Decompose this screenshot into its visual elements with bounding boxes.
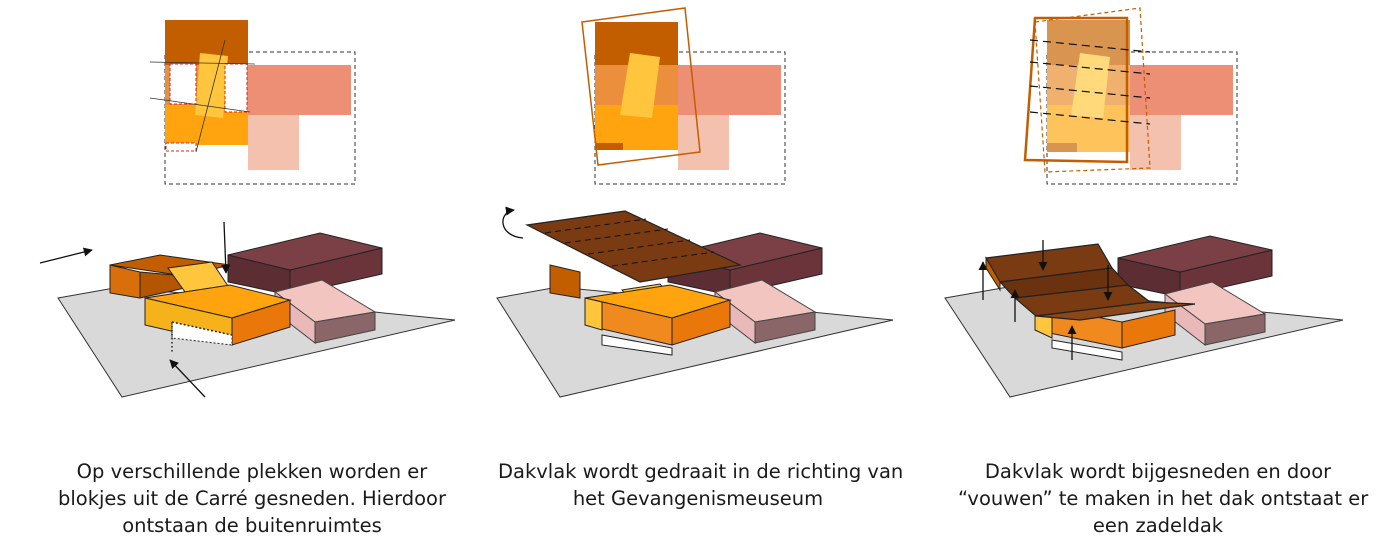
pale-salmon-block (248, 115, 299, 170)
caption-line: het Gevangenismeuseum (572, 487, 824, 510)
arrow-top (221, 221, 231, 274)
panel-2-iso (496, 206, 894, 398)
caption-line: een zadeldak (1092, 514, 1224, 537)
pale-salmon-block (678, 115, 729, 170)
carre-corner (595, 143, 623, 150)
fold-line (1029, 39, 1151, 53)
roof-fold-line (587, 239, 691, 255)
panel-2-plan (581, 7, 786, 185)
section-line (149, 61, 256, 65)
carre-back-side (109, 264, 141, 299)
pale-salmon-block (1130, 115, 1181, 170)
carre-main-side (1121, 309, 1176, 349)
cut-volume (1051, 339, 1123, 361)
rotated-roof-outline (1034, 7, 1151, 173)
caption-line: blokjes uit de Carré gesneden. Hierdoor (57, 487, 447, 510)
panel-3 (944, 7, 1344, 398)
salmon-block (1130, 65, 1233, 115)
cut-outline-bottom (165, 142, 197, 152)
caption-panel-3: Dakvlak wordt bijgesneden en door “vouwe… (958, 458, 1369, 539)
panel-3-iso (944, 235, 1344, 398)
roof-fold-line (611, 251, 715, 267)
fold-line (1029, 61, 1151, 75)
caption-line: Dakvlak wordt gedraait in de richting va… (498, 460, 904, 483)
roof-fold-line (564, 228, 669, 244)
section-line (149, 97, 251, 113)
rotate-arrow-icon (502, 206, 524, 239)
caption-line: Op verschillende plekken worden er (76, 460, 428, 483)
panel-2 (496, 7, 894, 398)
carre-cut-block (195, 53, 228, 118)
cut-outline-left (169, 63, 197, 105)
salmon-block (248, 65, 351, 115)
fold-line (1029, 85, 1151, 99)
section-line (195, 39, 226, 153)
museum-top (227, 232, 383, 271)
caption-line: “vouwen” te maken in het dak ontstaat er (958, 487, 1369, 510)
carre-corner (1047, 143, 1077, 152)
arrow-left (39, 247, 93, 264)
roof-strip-4 (1035, 301, 1196, 321)
caption-line: ontstaan de buitenruimtes (122, 514, 382, 537)
fold-line (1029, 111, 1151, 125)
panel-1 (39, 20, 456, 398)
panel-3-plan (1023, 7, 1238, 185)
arrow-bottom (169, 359, 206, 398)
caption-line: Dakvlak wordt bijgesneden en door (984, 460, 1332, 483)
carre-left-face (584, 297, 603, 331)
carre-back-side (549, 264, 581, 299)
carre-cut-block (620, 53, 660, 118)
cut-outline-right (224, 63, 248, 113)
panel-1-plan (149, 20, 356, 185)
rotated-roof-outline (581, 7, 701, 166)
roof-plane (525, 210, 742, 283)
caption-panel-2: Dakvlak wordt gedraait in de richting va… (498, 458, 904, 512)
museum-top (1117, 235, 1273, 273)
caption-panel-1: Op verschillende plekken worden er blokj… (52, 458, 452, 539)
panel-1-iso (39, 221, 456, 398)
roof-fold-line (544, 218, 647, 234)
trimmed-roof-outline (1023, 16, 1129, 164)
cut-volume (601, 334, 673, 356)
